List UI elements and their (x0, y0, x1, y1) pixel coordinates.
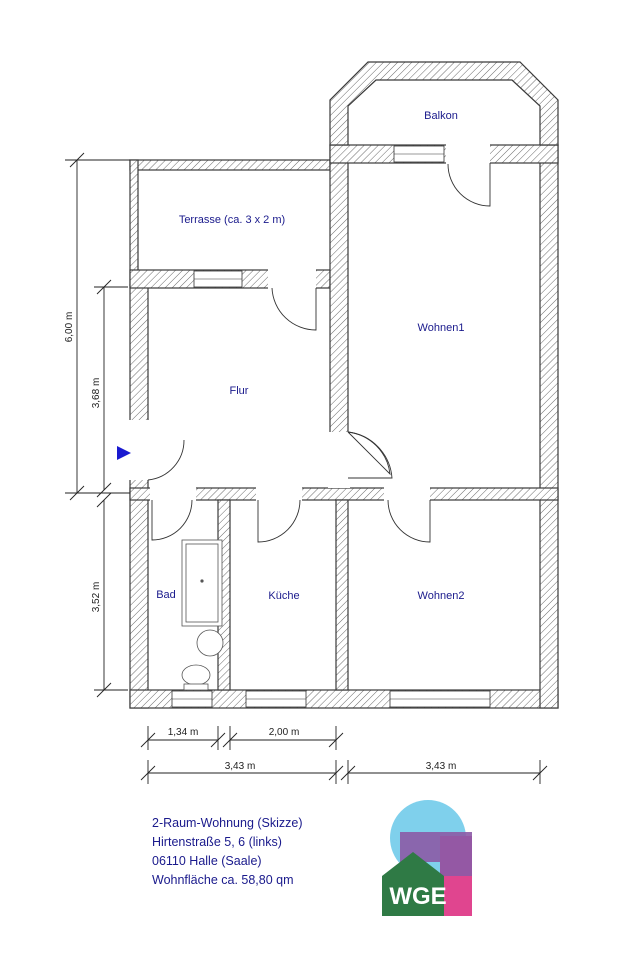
toilet-tank (183, 683, 209, 691)
logo-text: WGE (389, 883, 446, 910)
room-labels: Balkon Terrasse (ca. 3 x 2 m) Wohnen1 Fl… (156, 110, 464, 602)
apartment-info: 2-Raum-Wohnung (Skizze) Hirtenstraße 5, … (152, 814, 303, 890)
wall-terrace-left (129, 159, 139, 286)
info-address: Hirtenstraße 5, 6 (links) (152, 835, 282, 849)
door-wohnen1-arc (347, 431, 393, 479)
info-title: 2-Raum-Wohnung (Skizze) (152, 816, 303, 830)
label-kueche: Küche (268, 590, 299, 602)
logo-purple-block (400, 832, 472, 876)
dim-flur-height: 3,68 m (91, 378, 102, 409)
label-bad: Bad (156, 589, 176, 601)
label-wohnen1: Wohnen1 (418, 322, 465, 334)
info-city: 06110 Halle (Saale) (152, 854, 262, 868)
dim-left-width: 3,43 m (225, 761, 256, 772)
bathtub-drain (200, 579, 204, 583)
door-balkon (447, 163, 491, 207)
dim-bad-width: 1,34 m (168, 727, 199, 738)
label-flur: Flur (230, 385, 249, 397)
entrance-arrow-icon (117, 446, 131, 460)
wall-terrace-top (129, 159, 331, 171)
windows (171, 145, 491, 708)
label-balkon: Balkon (424, 110, 458, 122)
opening-balkon (446, 143, 490, 165)
door-kueche (257, 499, 301, 543)
label-terrasse: Terrasse (ca. 3 x 2 m) (179, 214, 285, 226)
toilet (181, 664, 211, 686)
label-wohnen2: Wohnen2 (418, 590, 465, 602)
doors (147, 163, 491, 543)
dim-right-width: 3,43 m (426, 761, 457, 772)
dim-kueche-width: 2,00 m (269, 727, 300, 738)
entrance-opening (128, 420, 150, 480)
door-entrance (147, 439, 185, 481)
horizontal-dimensions: 1,34 m 2,00 m 3,43 m 3,43 m (140, 726, 548, 784)
washbasin (196, 629, 224, 657)
opening-wohnen2 (384, 486, 430, 502)
opening-terrace (268, 268, 316, 290)
dim-total-height: 6,00 m (64, 312, 75, 343)
logo-house-icon (382, 852, 444, 916)
vertical-dimensions: 6,00 m 3,68 m 3,52 m (64, 152, 130, 698)
dim-lower-height: 3,52 m (91, 582, 102, 613)
wall-kueche-wohnen2 (335, 499, 349, 691)
opening-wohnen1 (328, 432, 350, 488)
wge-logo: WGE (382, 800, 472, 916)
info-area: Wohnfläche ca. 58,80 qm (152, 873, 294, 887)
door-bad (151, 499, 193, 541)
bathtub-inner (185, 543, 219, 623)
wall-balkon (329, 61, 559, 146)
wall-east (539, 144, 559, 709)
door-terrace (271, 287, 317, 331)
bathroom-fixtures (181, 539, 224, 691)
opening-bad (150, 486, 196, 502)
door-wohnen2 (387, 499, 431, 543)
opening-kueche (256, 486, 302, 502)
